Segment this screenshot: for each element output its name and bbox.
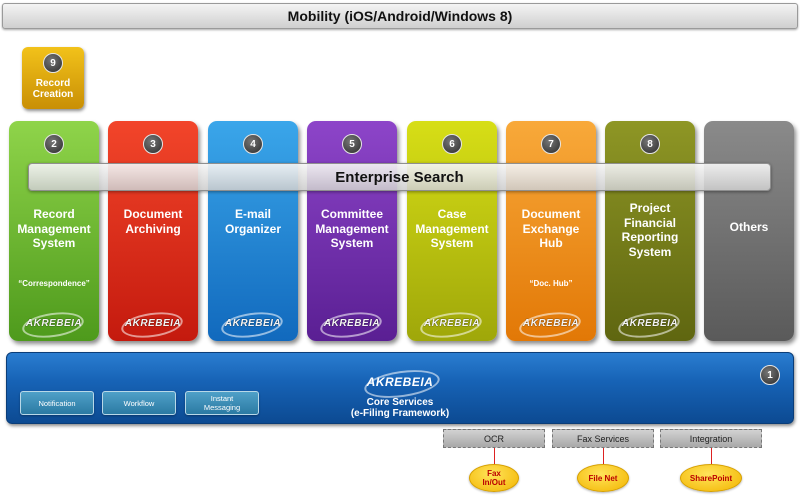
connector-sharepoint: SharePoint (680, 464, 742, 492)
module-project-financial-reporting: 8 Project Financial Reporting System AKR… (605, 121, 695, 342)
record-creation-box: 9 Record Creation (22, 47, 84, 109)
module-title: Record Management System (17, 207, 91, 250)
logo-swoosh-icon (517, 308, 583, 342)
module-title: Document Exchange Hub (521, 207, 581, 250)
module-title: E-mail Organizer (224, 207, 281, 236)
module-number-badge: 7 (541, 134, 561, 154)
akrebeia-logo: AKREBEIA (20, 308, 86, 342)
button-label-line1: Workflow (123, 398, 155, 408)
logo-text: AKREBEIA (25, 317, 83, 329)
module-document-exchange-hub: 7 Document Exchange Hub “Doc. Hub” AKREB… (506, 121, 596, 342)
enterprise-search-bar: Enterprise Search (28, 163, 771, 191)
logo-text: AKREBEIA (423, 317, 481, 329)
core-logo-text: AKREBEIA (366, 375, 434, 389)
logo-swoosh-icon (119, 308, 185, 342)
enterprise-search-label: Enterprise Search (335, 168, 464, 186)
connector-line (603, 448, 604, 464)
module-title: Others (729, 220, 769, 234)
module-email-organizer: 4 E-mail Organizer AKREBEIA (208, 121, 298, 342)
record-creation-number-badge: 9 (43, 53, 63, 73)
module-title: Committee Management System (315, 207, 389, 250)
logo-text: AKREBEIA (224, 317, 282, 329)
akrebeia-logo: AKREBEIA (119, 308, 185, 342)
logo-swoosh-icon (219, 308, 285, 342)
module-number-badge: 5 (342, 134, 362, 154)
module-number-badge: 4 (243, 134, 263, 154)
core-title-line2: (e-Filing Framework) (350, 408, 450, 419)
record-creation-label-line1: Record (35, 78, 71, 89)
akrebeia-logo: AKREBEIA (219, 308, 285, 342)
mobility-bar: Mobility (iOS/Android/Windows 8) (2, 3, 798, 29)
notification-button[interactable]: Notification (20, 391, 94, 415)
module-committee-management: 5 Committee Management System AKREBEIA (307, 121, 397, 342)
module-title: Document Archiving (123, 207, 183, 236)
module-number-badge: 2 (44, 134, 64, 154)
service-label: Fax Services (576, 433, 629, 444)
logo-swoosh-icon (616, 308, 682, 342)
akrebeia-logo: AKREBEIA (418, 308, 484, 342)
service-integration: Integration (660, 429, 762, 448)
connector-label-line1: SharePoint (689, 473, 733, 483)
button-label-line2: Messaging (203, 403, 241, 412)
service-fax-services: Fax Services (552, 429, 654, 448)
connector-file-net: File Net (577, 464, 629, 492)
core-services-title: Core Services (e-Filing Framework) (300, 397, 500, 419)
logo-text: AKREBEIA (323, 317, 381, 329)
connector-line (494, 448, 495, 464)
module-number-badge: 3 (143, 134, 163, 154)
module-title: Case Management System (415, 207, 489, 250)
module-number-badge: 8 (640, 134, 660, 154)
module-record-management: 2 Record Management System “Corresponden… (9, 121, 99, 342)
service-ocr: OCR (443, 429, 545, 448)
module-number-badge: 6 (442, 134, 462, 154)
module-document-archiving: 3 Document Archiving AKREBEIA (108, 121, 198, 342)
logo-text: AKREBEIA (621, 317, 679, 329)
record-creation-label-line2: Creation (32, 89, 74, 100)
logo-text: AKREBEIA (124, 317, 182, 329)
mobility-label: Mobility (iOS/Android/Windows 8) (287, 8, 513, 24)
module-others: Others (704, 121, 794, 341)
core-akrebeia-logo: AKREBEIA (362, 365, 442, 403)
core-number-badge: 1 (760, 365, 780, 385)
module-title: Project Financial Reporting System (621, 201, 679, 259)
connector-line (711, 448, 712, 464)
service-label: Integration (689, 433, 733, 444)
service-label: OCR (484, 433, 504, 444)
akrebeia-logo: AKREBEIA (517, 308, 583, 342)
module-case-management: 6 Case Management System AKREBEIA (407, 121, 497, 342)
logo-swoosh-icon (418, 308, 484, 342)
akrebeia-logo: AKREBEIA (616, 308, 682, 342)
akrebeia-logo: AKREBEIA (318, 308, 384, 342)
logo-text: AKREBEIA (522, 317, 580, 329)
button-label-line1: Instant (210, 394, 234, 403)
logo-swoosh-icon (20, 308, 86, 342)
button-label-line1: Notification (38, 398, 76, 408)
module-subtitle: “Correspondence” (18, 279, 90, 288)
module-subtitle: “Doc. Hub” (529, 279, 573, 288)
connector-label-line2: In/Out (482, 478, 506, 487)
core-title-line1: Core Services (366, 397, 434, 408)
logo-swoosh-icon (318, 308, 384, 342)
connector-label-line1: Fax (487, 469, 501, 478)
connector-label-line1: File Net (588, 473, 618, 483)
workflow-button[interactable]: Workflow (102, 391, 176, 415)
